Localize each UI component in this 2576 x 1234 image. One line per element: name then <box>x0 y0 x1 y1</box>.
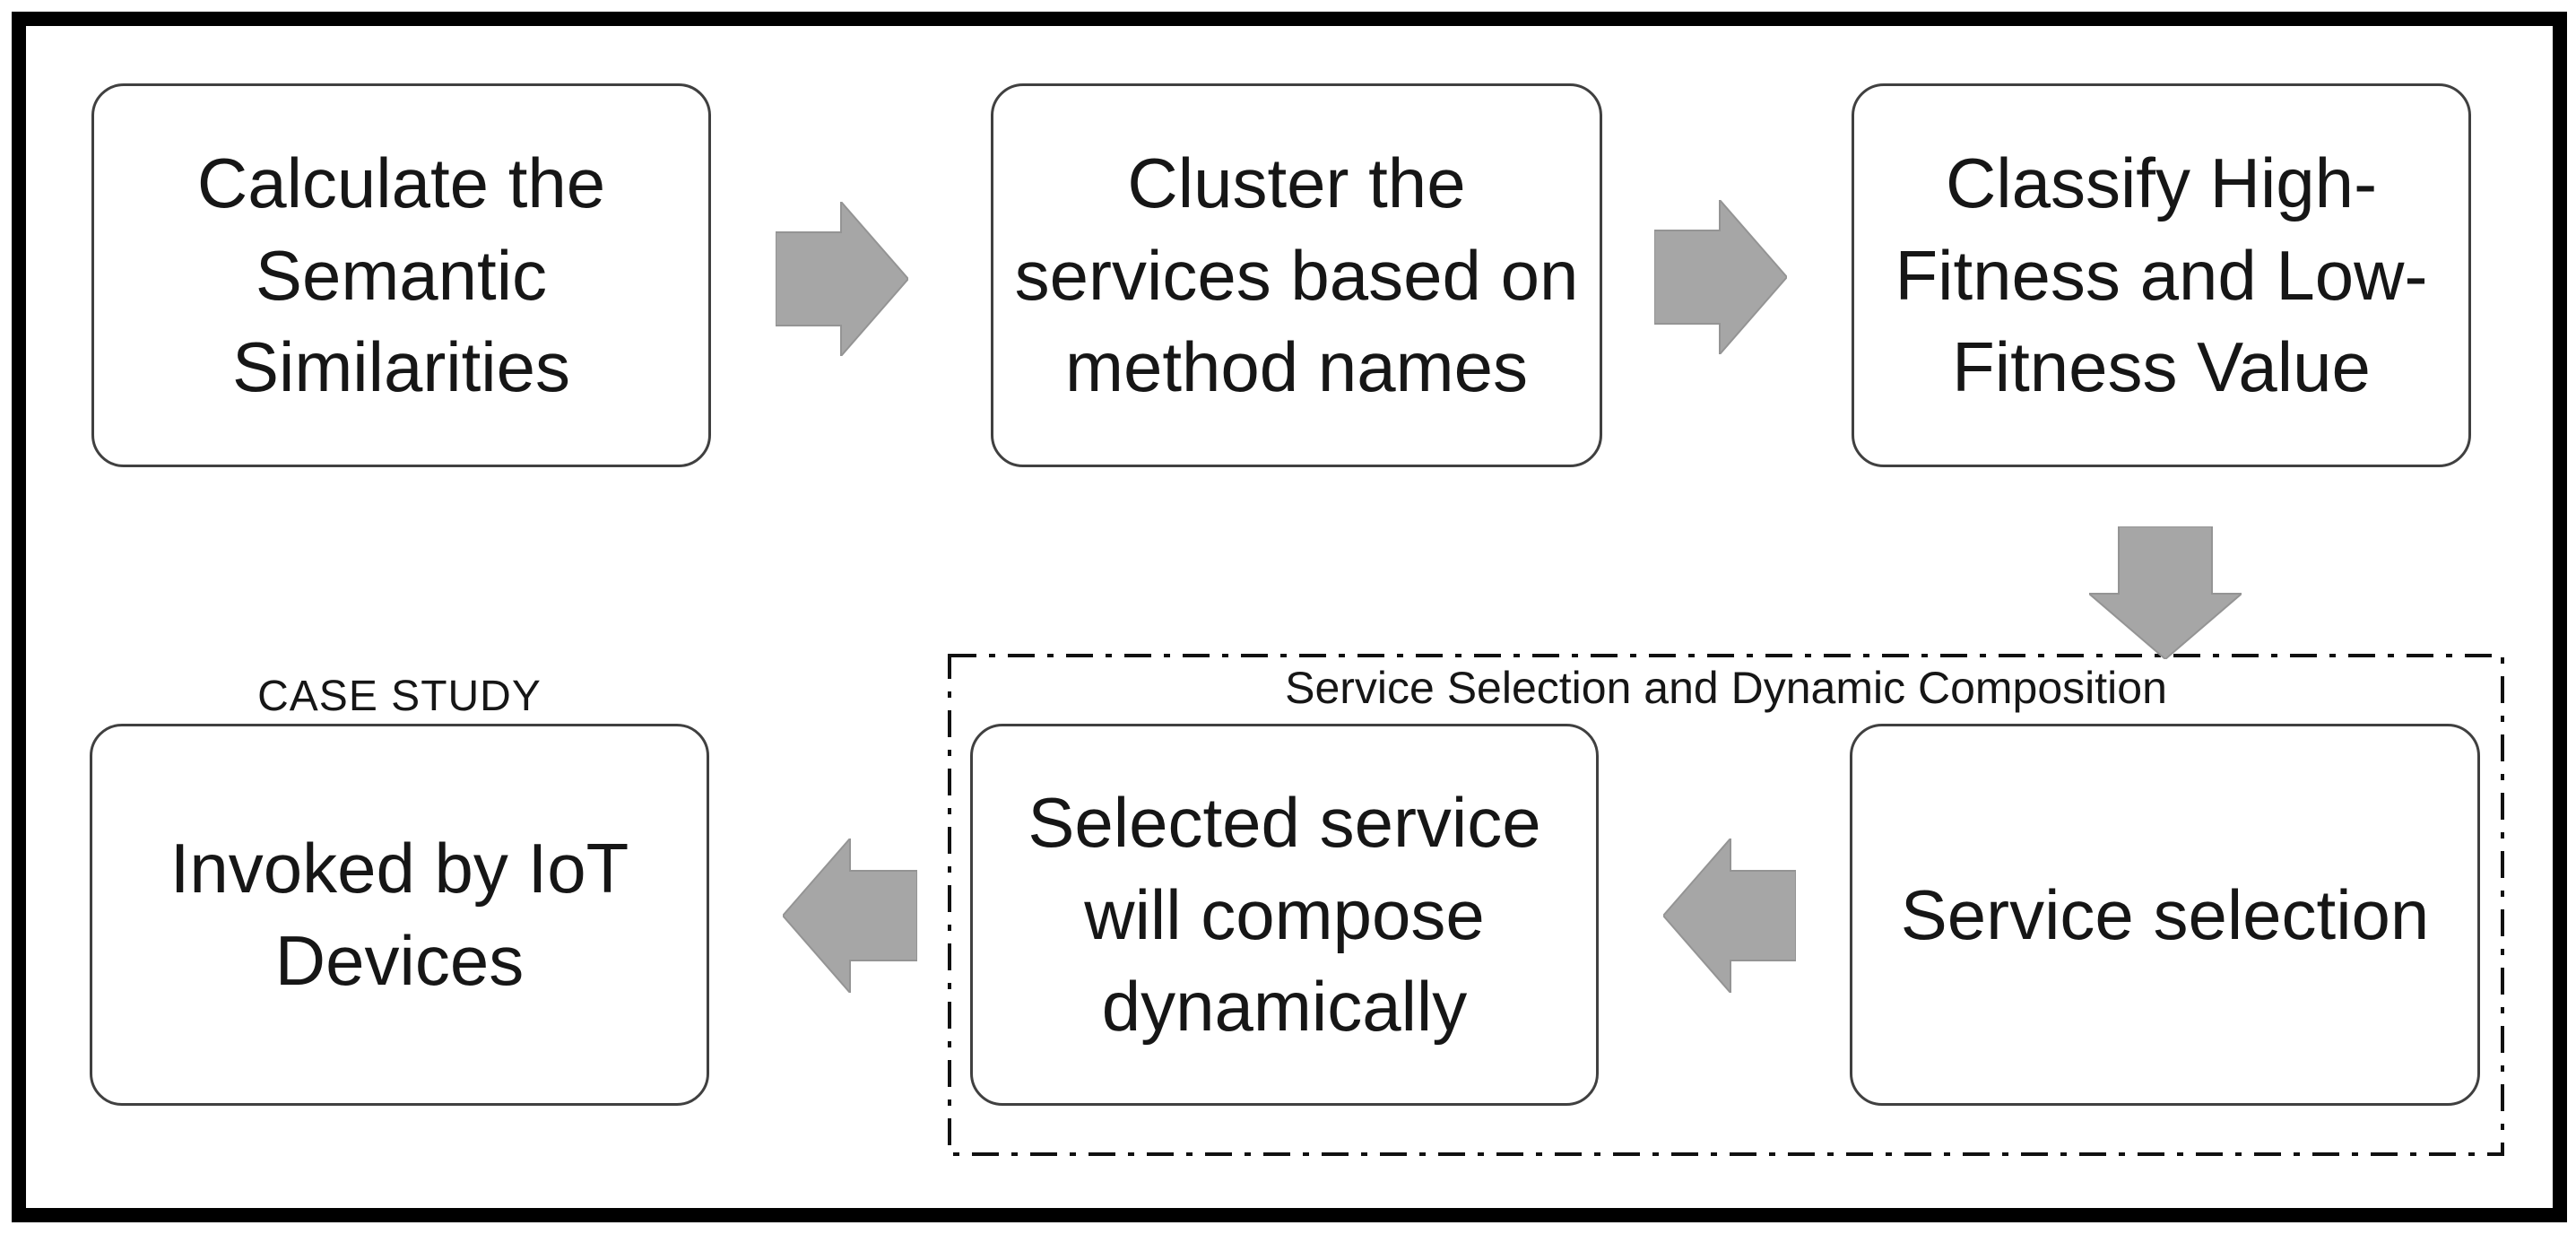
node-label: Cluster the services based on method nam… <box>1014 143 1579 407</box>
arrow-down-icon <box>2089 526 2242 659</box>
node-classify-fitness: Classify High- Fitness and Low- Fitness … <box>1852 83 2471 467</box>
arrow-left-icon <box>1663 839 1796 993</box>
node-label: Selected service will compose dynamicall… <box>1028 782 1541 1047</box>
arrow-right-icon <box>776 202 908 356</box>
case-study-label: CASE STUDY <box>257 673 542 720</box>
node-selected-service-compose: Selected service will compose dynamicall… <box>970 724 1599 1106</box>
dashed-group-title: Service Selection and Dynamic Compositio… <box>1285 663 2167 713</box>
node-label: Service selection <box>1900 874 2430 954</box>
outer-frame <box>12 12 2567 1222</box>
node-invoked-by-iot: Invoked by IoT Devices <box>90 724 709 1106</box>
arrow-left-icon <box>783 839 917 993</box>
node-calculate-semantic-similarities: Calculate the Semantic Similarities <box>91 83 711 467</box>
arrow-right-icon <box>1654 200 1787 354</box>
node-label: Classify High- Fitness and Low- Fitness … <box>1895 143 2428 407</box>
node-label: Invoked by IoT Devices <box>169 829 629 1000</box>
node-cluster-services: Cluster the services based on method nam… <box>991 83 1602 467</box>
node-service-selection: Service selection <box>1850 724 2480 1106</box>
node-label: Calculate the Semantic Similarities <box>196 143 606 407</box>
dashed-group-border <box>948 654 2504 1156</box>
